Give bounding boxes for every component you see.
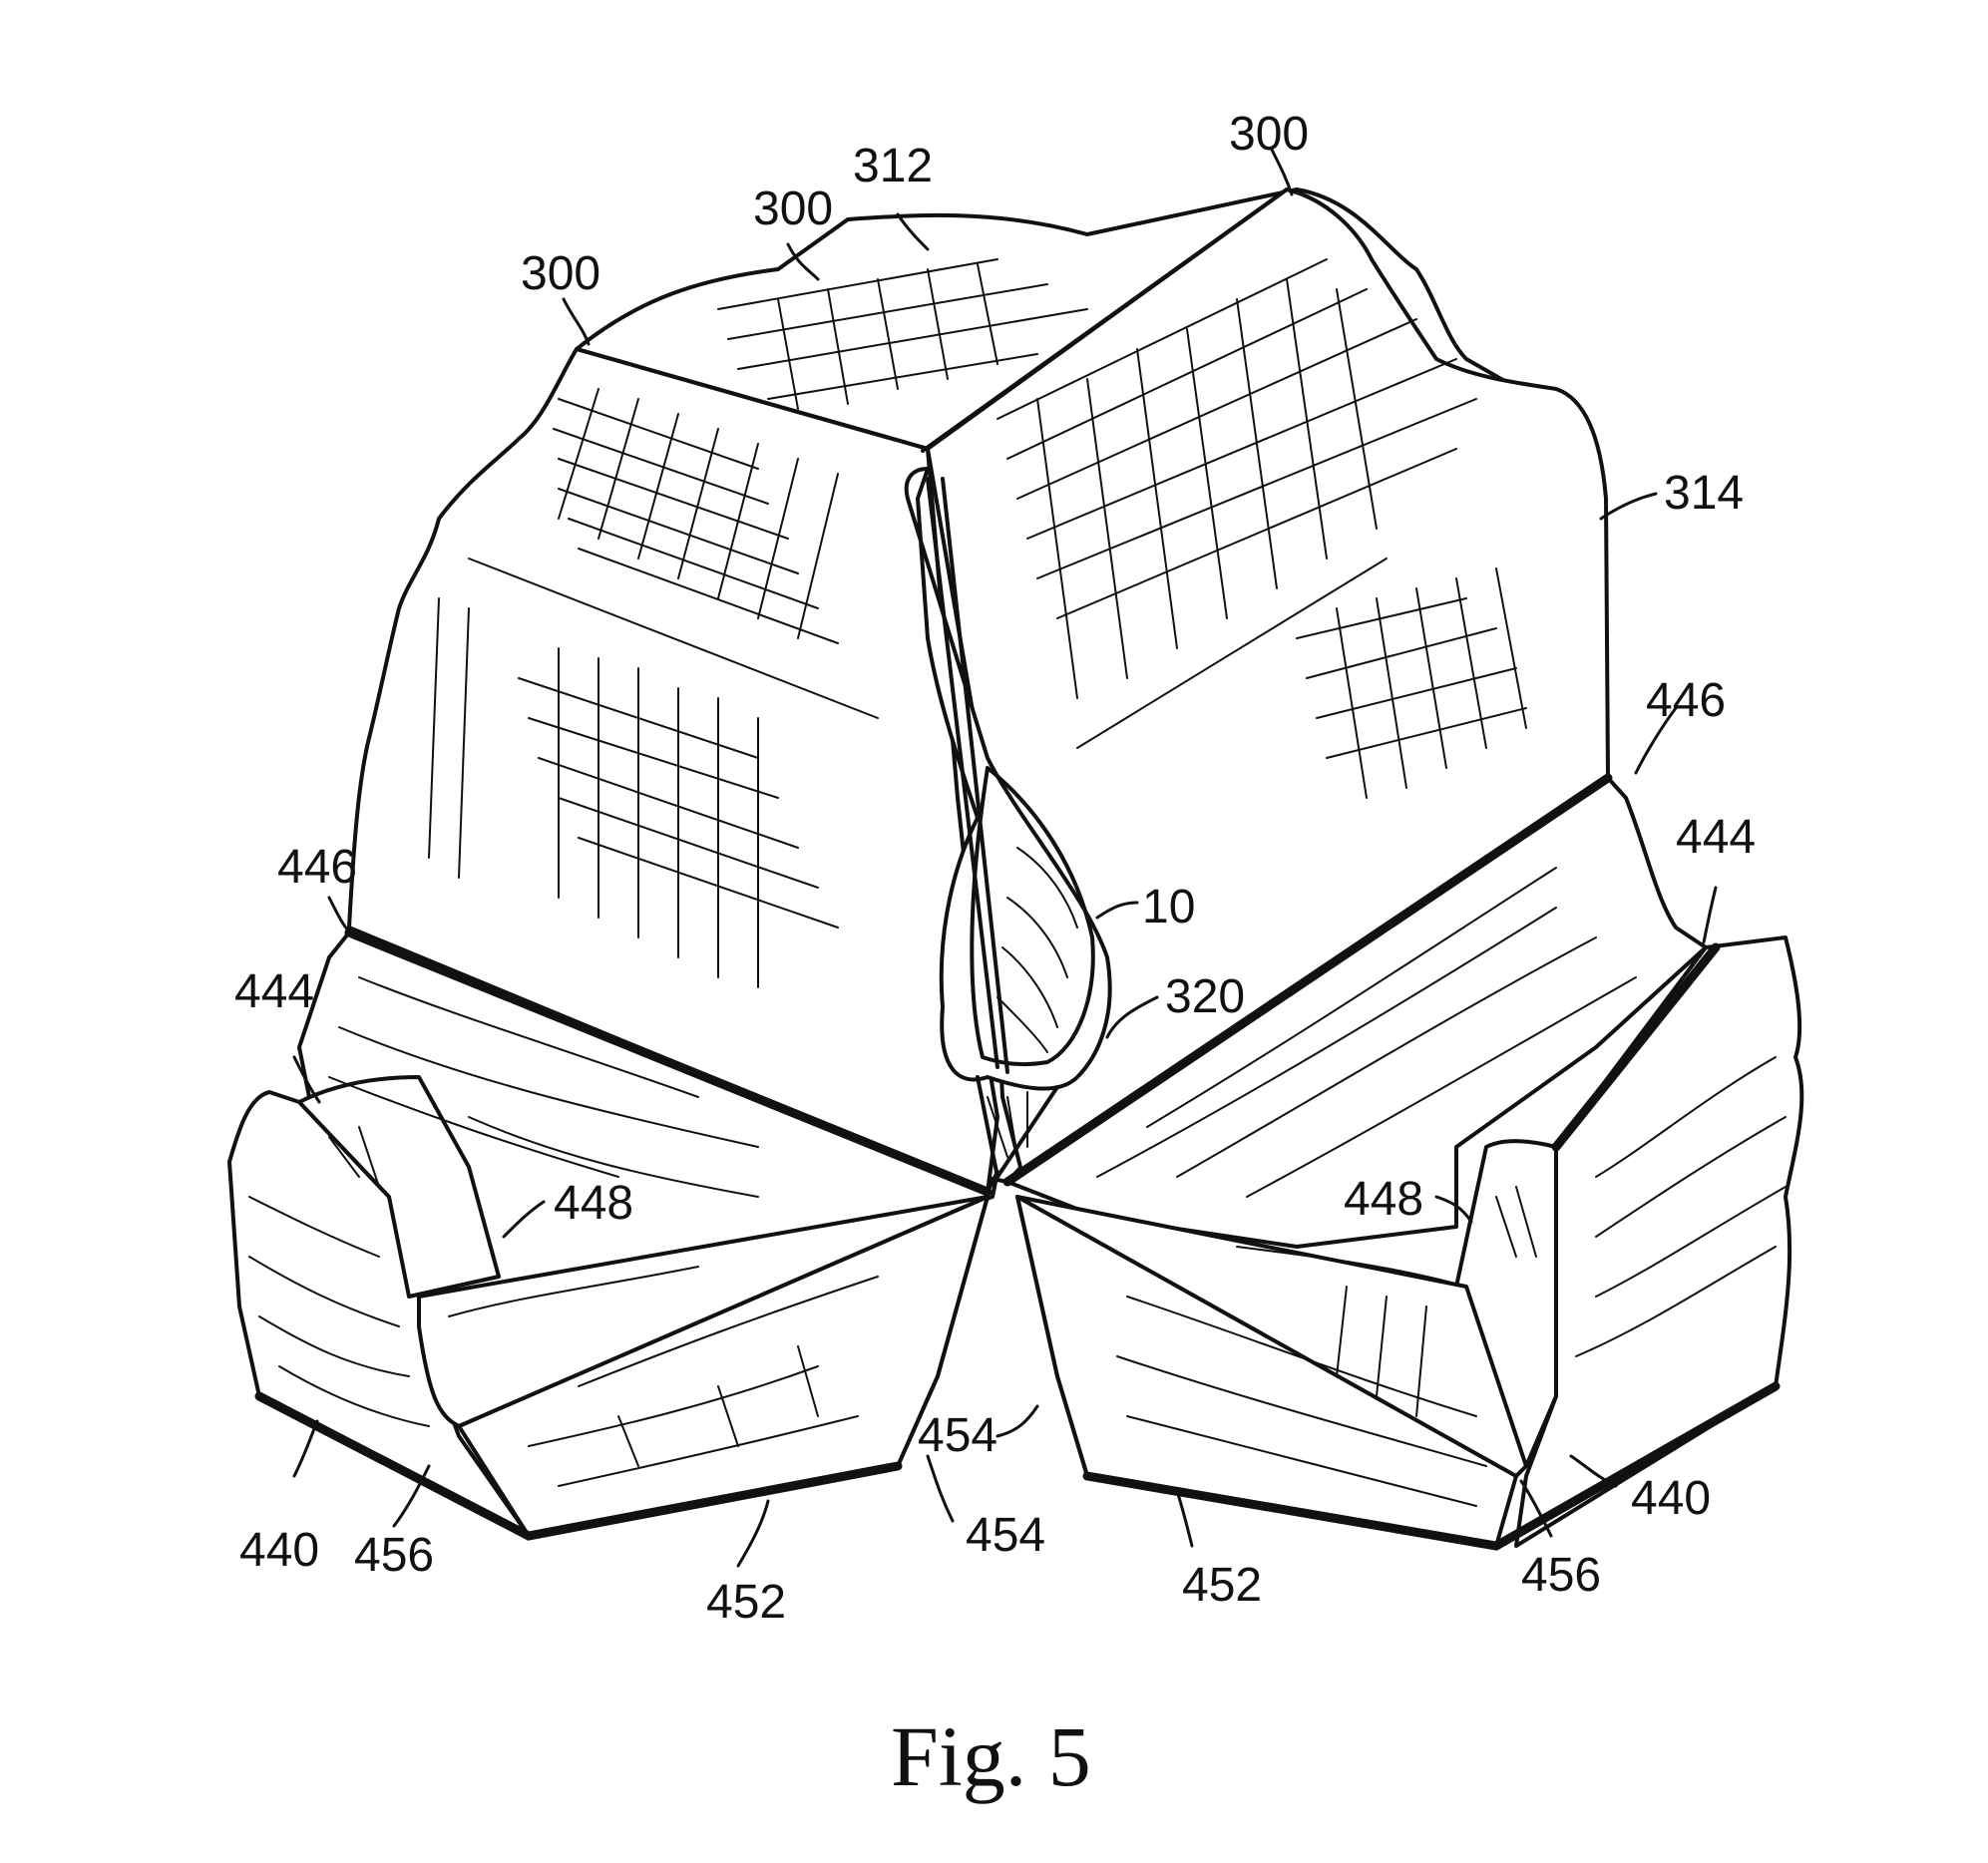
- right-jaw-edge-454: [1015, 1195, 1089, 1478]
- mesh-hatch-left-face: [428, 597, 839, 988]
- stitch-marks: [468, 558, 1388, 749]
- tissue-left-face: [347, 347, 999, 1194]
- implant-grain: [987, 847, 1078, 1158]
- figure-caption: Fig. 5: [891, 1708, 1091, 1804]
- label-312: 312: [853, 140, 933, 192]
- label-444-left: 444: [234, 965, 314, 1018]
- label-452-left: 452: [706, 1576, 786, 1629]
- right-edge-444: [1551, 942, 1721, 1152]
- mesh-hatch-right-face: [1296, 567, 1527, 799]
- left-jaw-top: [417, 1195, 990, 1428]
- tissue-ridge: [575, 347, 930, 451]
- covering-layer-320: [904, 467, 1112, 1091]
- implant-stem-inner: [941, 477, 1009, 1074]
- left-block: [227, 928, 999, 1541]
- right-block-side-440: [1514, 935, 1804, 1548]
- label-314: 314: [1664, 467, 1744, 520]
- label-448-left: 448: [554, 1177, 633, 1230]
- left-block-end-448: [297, 1075, 501, 1299]
- label-320: 320: [1165, 970, 1245, 1023]
- mesh-hatch-top-center: [717, 258, 1088, 410]
- right-base-440: [1082, 1381, 1781, 1551]
- label-454-lower: 454: [966, 1509, 1045, 1562]
- label-456-right: 456: [1521, 1549, 1601, 1602]
- label-448-right: 448: [1344, 1173, 1423, 1226]
- label-456-left: 456: [354, 1529, 434, 1582]
- label-446-left: 446: [277, 841, 357, 894]
- label-300-mid: 300: [753, 183, 833, 235]
- right-block: [1002, 773, 1804, 1551]
- reference-labels: 300 300 312 300 314 10 320 446 446 444 4…: [234, 108, 1756, 1629]
- label-444-right: 444: [1676, 811, 1756, 864]
- implant-10: [904, 467, 1112, 1179]
- left-wood-grain: [248, 976, 879, 1487]
- tissue-right-face-314: [926, 187, 1610, 1177]
- right-wood-grain: [1096, 867, 1787, 1507]
- tissue-ridge-right: [921, 187, 1289, 453]
- left-jaw-edge-454: [896, 1195, 990, 1468]
- label-440-left: 440: [239, 1524, 319, 1577]
- mesh-hatch-right-top: [996, 258, 1477, 699]
- mesh-hatch-left-top: [553, 388, 839, 644]
- left-base-440: [254, 1391, 903, 1541]
- label-300-left: 300: [521, 247, 600, 300]
- label-446-right: 446: [1646, 674, 1726, 727]
- label-454-upper: 454: [918, 1409, 997, 1462]
- label-300-right: 300: [1229, 108, 1309, 161]
- label-452-right: 452: [1182, 1559, 1262, 1612]
- tissue-block: [347, 187, 1610, 1194]
- label-440-right: 440: [1631, 1472, 1711, 1525]
- leader-lines: [292, 148, 1718, 1568]
- implant-stem: [926, 477, 999, 1069]
- label-10: 10: [1142, 881, 1195, 933]
- right-edge-446: [1002, 773, 1613, 1187]
- left-edge-446: [344, 928, 993, 1197]
- implant-body-10: [970, 766, 1095, 1067]
